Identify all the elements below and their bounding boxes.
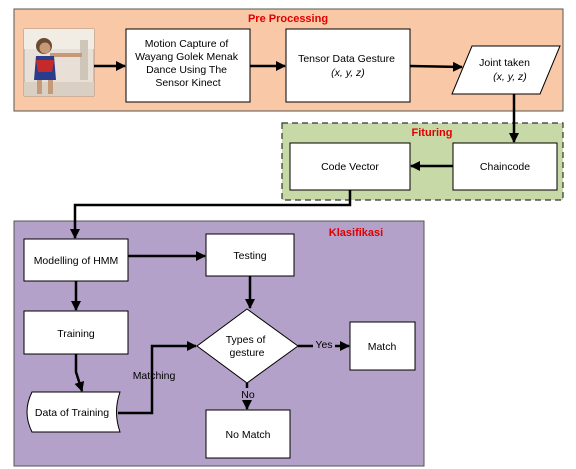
edge-label-no: No [241,389,255,401]
no-match-box [205,409,291,459]
pre-processing-title: Pre Processing [248,13,328,25]
modelling-hmm-label: Modelling of HMM [34,255,119,267]
types-of-gesture-label: Types of gesture [226,334,269,359]
training-box [23,310,129,355]
modelling-hmm-box [23,238,129,282]
training-label: Training [57,328,95,340]
testing-box [205,233,295,277]
motion-capture-box [125,28,251,103]
dancer-photo [23,28,95,97]
joint-taken-parallelogram [451,45,561,95]
joint-taken-label: Joint taken (x, y, z) [479,57,533,83]
testing-label: Testing [233,250,266,262]
arrow-codevector-to-modelling [70,190,352,239]
tensor-data-label: Tensor Data Gesture (x, y, z) [298,53,398,79]
chaincode-label: Chaincode [480,161,530,173]
match-box [349,321,416,371]
no-match-label: No Match [226,429,271,441]
motion-capture-label: Motion Capture of Wayang Golek Menak Dan… [135,38,241,89]
code-vector-box [289,142,411,191]
edge-label-yes: Yes [315,339,332,351]
arrow-training-to-data [74,354,85,392]
klasifikasi-title: Klasifikasi [329,227,383,239]
fituring-title: Fituring [412,127,453,139]
data-of-training-storage [26,391,121,433]
arrow-data-to-decision [118,341,197,415]
arrow-tensor-to-joint [409,61,463,72]
match-label: Match [368,341,397,353]
data-of-training-label: Data of Training [35,407,109,419]
code-vector-label: Code Vector [321,161,379,173]
edge-label-matching: Matching [133,370,176,382]
chaincode-box [452,142,558,191]
tensor-data-box [285,28,411,103]
